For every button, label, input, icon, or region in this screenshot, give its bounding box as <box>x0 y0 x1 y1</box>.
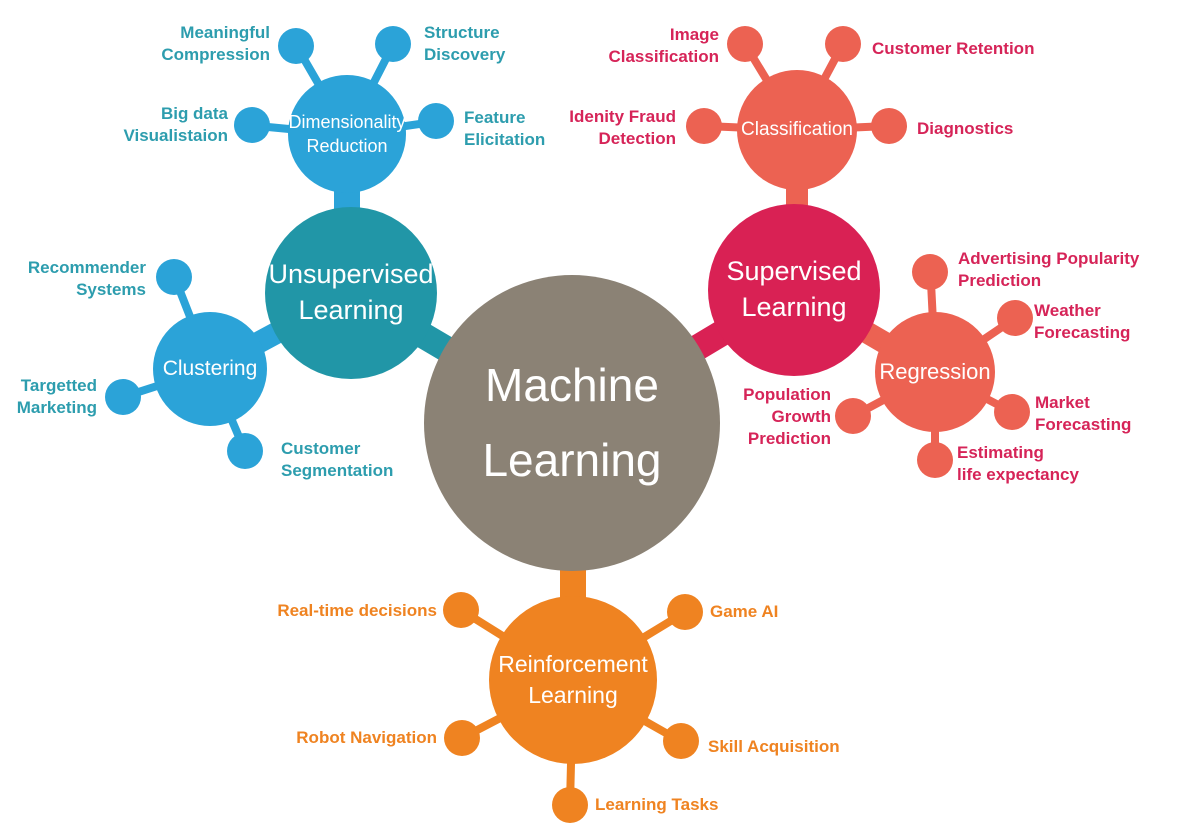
dot-estimating-life-expectancy <box>917 442 953 478</box>
node-reinforcement-learning: Reinforcement Learning <box>489 596 657 764</box>
label-skill-acquisition: Skill Acquisition <box>708 737 840 756</box>
dot-game-ai <box>667 594 703 630</box>
dot-customer-retention <box>825 26 861 62</box>
dot-feature-elicitation <box>418 103 454 139</box>
label-recommender-systems: Recommender Systems <box>27 258 146 300</box>
label-estimating-life-expectancy: Estimating life expectancy <box>957 443 1079 485</box>
dot-diagnostics <box>871 108 907 144</box>
label-learning-tasks: Learning Tasks <box>595 795 719 814</box>
dot-advertising-popularity-prediction <box>912 254 948 290</box>
node-machine-learning: Machine Learning <box>424 275 720 571</box>
node-dimensionality-reduction: Dimensionality Reduction <box>288 75 406 193</box>
label-big-data-visualisation: Big data Visualistaion <box>123 104 228 146</box>
node-clustering: Clustering <box>153 312 267 426</box>
dot-robot-navigation <box>444 720 480 756</box>
dot-skill-acquisition <box>663 723 699 759</box>
label-diagnostics: Diagnostics <box>917 119 1014 138</box>
label-advertising-popularity-prediction: Advertising Popularity Prediction <box>958 249 1140 291</box>
label-meaningful-compression: Meaningful Compression <box>161 23 270 65</box>
label-targetted-marketing: Targetted Marketing <box>16 376 97 418</box>
label-game-ai: Game AI <box>710 602 779 621</box>
dot-customer-segmentation <box>227 433 263 469</box>
dot-image-classification <box>727 26 763 62</box>
dot-weather-forecasting <box>997 300 1033 336</box>
label-market-forecasting: Market Forecasting <box>1035 393 1132 435</box>
label-customer-segmentation: Customer Segmentation <box>281 439 394 481</box>
node-classification: Classification <box>737 70 857 190</box>
label-structure-discovery: Structure Discovery <box>424 23 506 65</box>
dot-population-growth-prediction <box>835 398 871 434</box>
label-population-growth-prediction: Population Growth Prediction <box>743 385 831 449</box>
dot-real-time-decisions <box>443 592 479 628</box>
dot-learning-tasks <box>552 787 588 823</box>
dot-recommender-systems <box>156 259 192 295</box>
label-weather-forecasting: Weather Forecasting <box>1034 301 1131 343</box>
label-customer-retention: Customer Retention <box>872 39 1035 58</box>
label-image-classification: Image Classification <box>608 25 719 67</box>
dot-targetted-marketing <box>105 379 141 415</box>
dot-identity-fraud-detection <box>686 108 722 144</box>
dot-meaningful-compression <box>278 28 314 64</box>
node-unsupervised-learning: Unsupervised Learning <box>265 207 437 379</box>
dot-market-forecasting <box>994 394 1030 430</box>
node-regression: Regression <box>875 312 995 432</box>
dot-structure-discovery <box>375 26 411 62</box>
label-feature-elicitation: Feature Elicitation <box>464 108 546 150</box>
dot-big-data-visualisation <box>234 107 270 143</box>
label-real-time-decisions: Real-time decisions <box>277 601 437 620</box>
label-identity-fraud-detection: Idenity Fraud Detection <box>569 107 676 149</box>
node-supervised-learning: Supervised Learning <box>708 204 880 376</box>
label-robot-navigation: Robot Navigation <box>296 728 437 747</box>
